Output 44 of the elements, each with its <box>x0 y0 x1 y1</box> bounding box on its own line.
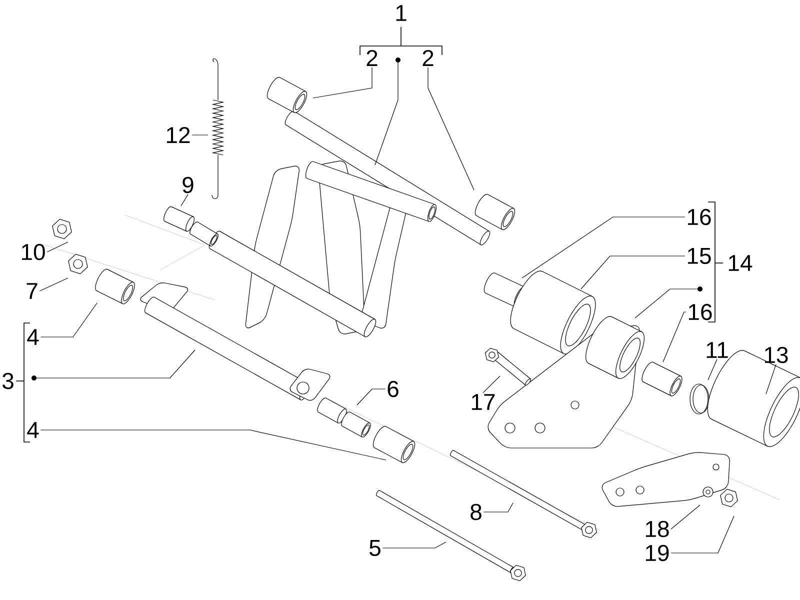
leader-line <box>374 60 398 166</box>
callout-number: 8 <box>470 504 482 520</box>
callout-number: 4 <box>27 329 39 345</box>
callout-number: 5 <box>370 540 380 556</box>
leader-line <box>46 242 68 252</box>
leader-line <box>180 194 188 206</box>
callout-number: 9 <box>182 176 194 194</box>
callout-number: 6 <box>388 380 398 398</box>
leader-line <box>670 516 734 554</box>
callout-number: 3 <box>2 372 14 390</box>
callout-number: 13 <box>764 346 788 364</box>
leader-line <box>40 430 386 460</box>
leader-line <box>382 542 446 548</box>
leader-line <box>356 388 386 406</box>
leader-line <box>39 278 68 292</box>
callout-number: 4 <box>27 422 39 438</box>
leader-line <box>766 364 776 394</box>
leader-line <box>483 502 514 512</box>
leader-line <box>634 288 700 318</box>
callout-number: 10 <box>22 244 45 260</box>
callout-number: 12 <box>166 126 190 144</box>
callout-number: 19 <box>646 544 669 562</box>
leader-line <box>670 504 700 530</box>
leader-line <box>662 312 686 362</box>
leader-line <box>522 216 686 278</box>
callout-number: 17 <box>472 394 495 410</box>
leader-line <box>580 256 686 290</box>
callout-number: 16 <box>688 208 711 226</box>
leader-line <box>708 358 718 380</box>
callout-number: 15 <box>688 248 711 264</box>
callout-number: 2 <box>366 50 378 66</box>
callout-number: 11 <box>706 342 728 358</box>
leader-line <box>428 67 474 190</box>
leader-line <box>34 350 196 378</box>
leader-line <box>482 376 500 394</box>
leader-line <box>40 302 98 338</box>
leader-line <box>312 67 372 98</box>
leader-line <box>192 134 208 136</box>
callout-number: 16 <box>688 304 712 320</box>
callout-number: 14 <box>728 255 752 271</box>
callout-number: 2 <box>422 50 434 66</box>
callout-number: 7 <box>26 283 38 299</box>
callout-number: 1 <box>396 5 406 21</box>
callout-number: 18 <box>646 520 669 538</box>
